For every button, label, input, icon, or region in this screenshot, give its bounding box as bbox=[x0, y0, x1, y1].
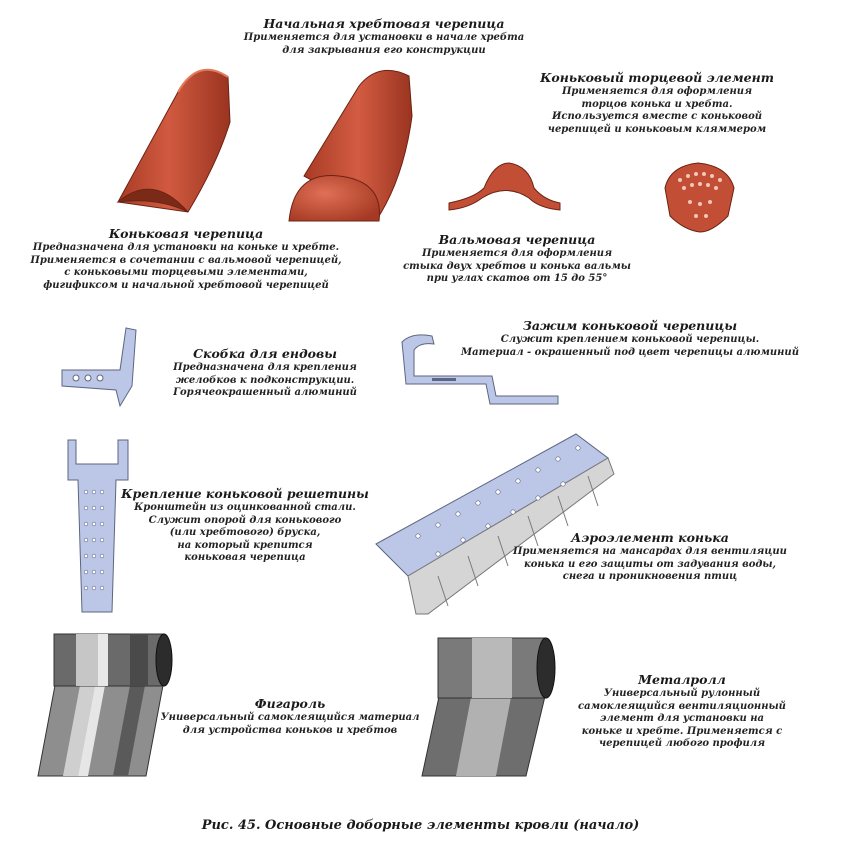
metalroll-roll-image bbox=[420, 634, 560, 777]
ridge-tile-description: Предназначена для установки на коньке и … bbox=[30, 242, 342, 291]
batten-holder-image bbox=[62, 436, 134, 614]
ridge-aero-element-title: Аэроэлемент конька bbox=[571, 530, 729, 545]
hip-tile-block: Вальмовая черепица Применяется для оформ… bbox=[372, 232, 662, 286]
hip-tile-description: Применяется для оформления стыка двух хр… bbox=[403, 248, 631, 285]
figaroll-description: Универсальный самоклеящийся материал для… bbox=[160, 712, 420, 736]
start-ridge-tile-title: Начальная хребтовая черепица bbox=[263, 16, 505, 31]
metalroll-title: Металролл bbox=[638, 672, 726, 687]
ridge-end-element-image bbox=[660, 158, 740, 234]
figaroll-roll-image bbox=[36, 630, 176, 777]
ridge-aero-element-block: Аэроэлемент конька Применяется на мансар… bbox=[500, 530, 800, 584]
metalroll-description: Универсальный рулонный самоклеящийся вен… bbox=[578, 688, 786, 750]
ridge-end-element-description: Применяется для оформления торцов конька… bbox=[547, 86, 767, 135]
start-ridge-tile-image bbox=[284, 66, 424, 230]
valley-bracket-description: Предназначена для крепления желобков к п… bbox=[173, 362, 357, 399]
figaroll-title: Фигароль bbox=[254, 696, 326, 711]
ridge-aero-element-description: Применяется на мансардах для вентиляции … bbox=[513, 546, 787, 583]
start-ridge-tile-block: Начальная хребтовая черепица Применяется… bbox=[224, 16, 544, 57]
hip-tile-image bbox=[444, 158, 564, 214]
valley-bracket-image bbox=[56, 326, 152, 410]
start-ridge-tile-description: Применяется для установки в начале хребт… bbox=[243, 32, 525, 56]
ridge-end-element-block: Коньковый торцевой элемент Применяется д… bbox=[522, 70, 792, 136]
ridge-aero-element-image bbox=[368, 426, 618, 616]
ridge-clamp-title: Зажим коньковой черепицы bbox=[522, 318, 738, 333]
metalroll-block: Металролл Универсальный рулонный самокле… bbox=[562, 672, 802, 751]
hip-tile-title: Вальмовая черепица bbox=[438, 232, 596, 247]
ridge-clamp-image bbox=[392, 330, 562, 406]
batten-holder-description: Кронштейн из оцинкованной стали. Служит … bbox=[134, 502, 356, 564]
ridge-tile-block: Коньковая черепица Предназначена для уст… bbox=[16, 226, 356, 292]
ridge-tile-title: Коньковая черепица bbox=[108, 226, 264, 241]
ridge-clamp-block: Зажим коньковой черепицы Служит креплени… bbox=[440, 318, 820, 359]
figure-caption: Рис. 45. Основные доборные элементы кров… bbox=[201, 818, 640, 833]
ridge-clamp-description: Служит креплением коньковой черепицы. Ма… bbox=[461, 334, 799, 358]
valley-bracket-block: Скобка для ендовы Предназначена для креп… bbox=[150, 346, 380, 400]
valley-bracket-title: Скобка для ендовы bbox=[193, 346, 337, 361]
figaroll-block: Фигароль Универсальный самоклеящийся мат… bbox=[140, 696, 440, 737]
ridge-tile-image bbox=[108, 62, 248, 222]
batten-holder-block: Крепление коньковой решетины Кронштейн и… bbox=[120, 486, 370, 565]
ridge-end-element-title: Коньковый торцевой элемент bbox=[540, 70, 774, 85]
batten-holder-title: Крепление коньковой решетины bbox=[121, 486, 369, 501]
